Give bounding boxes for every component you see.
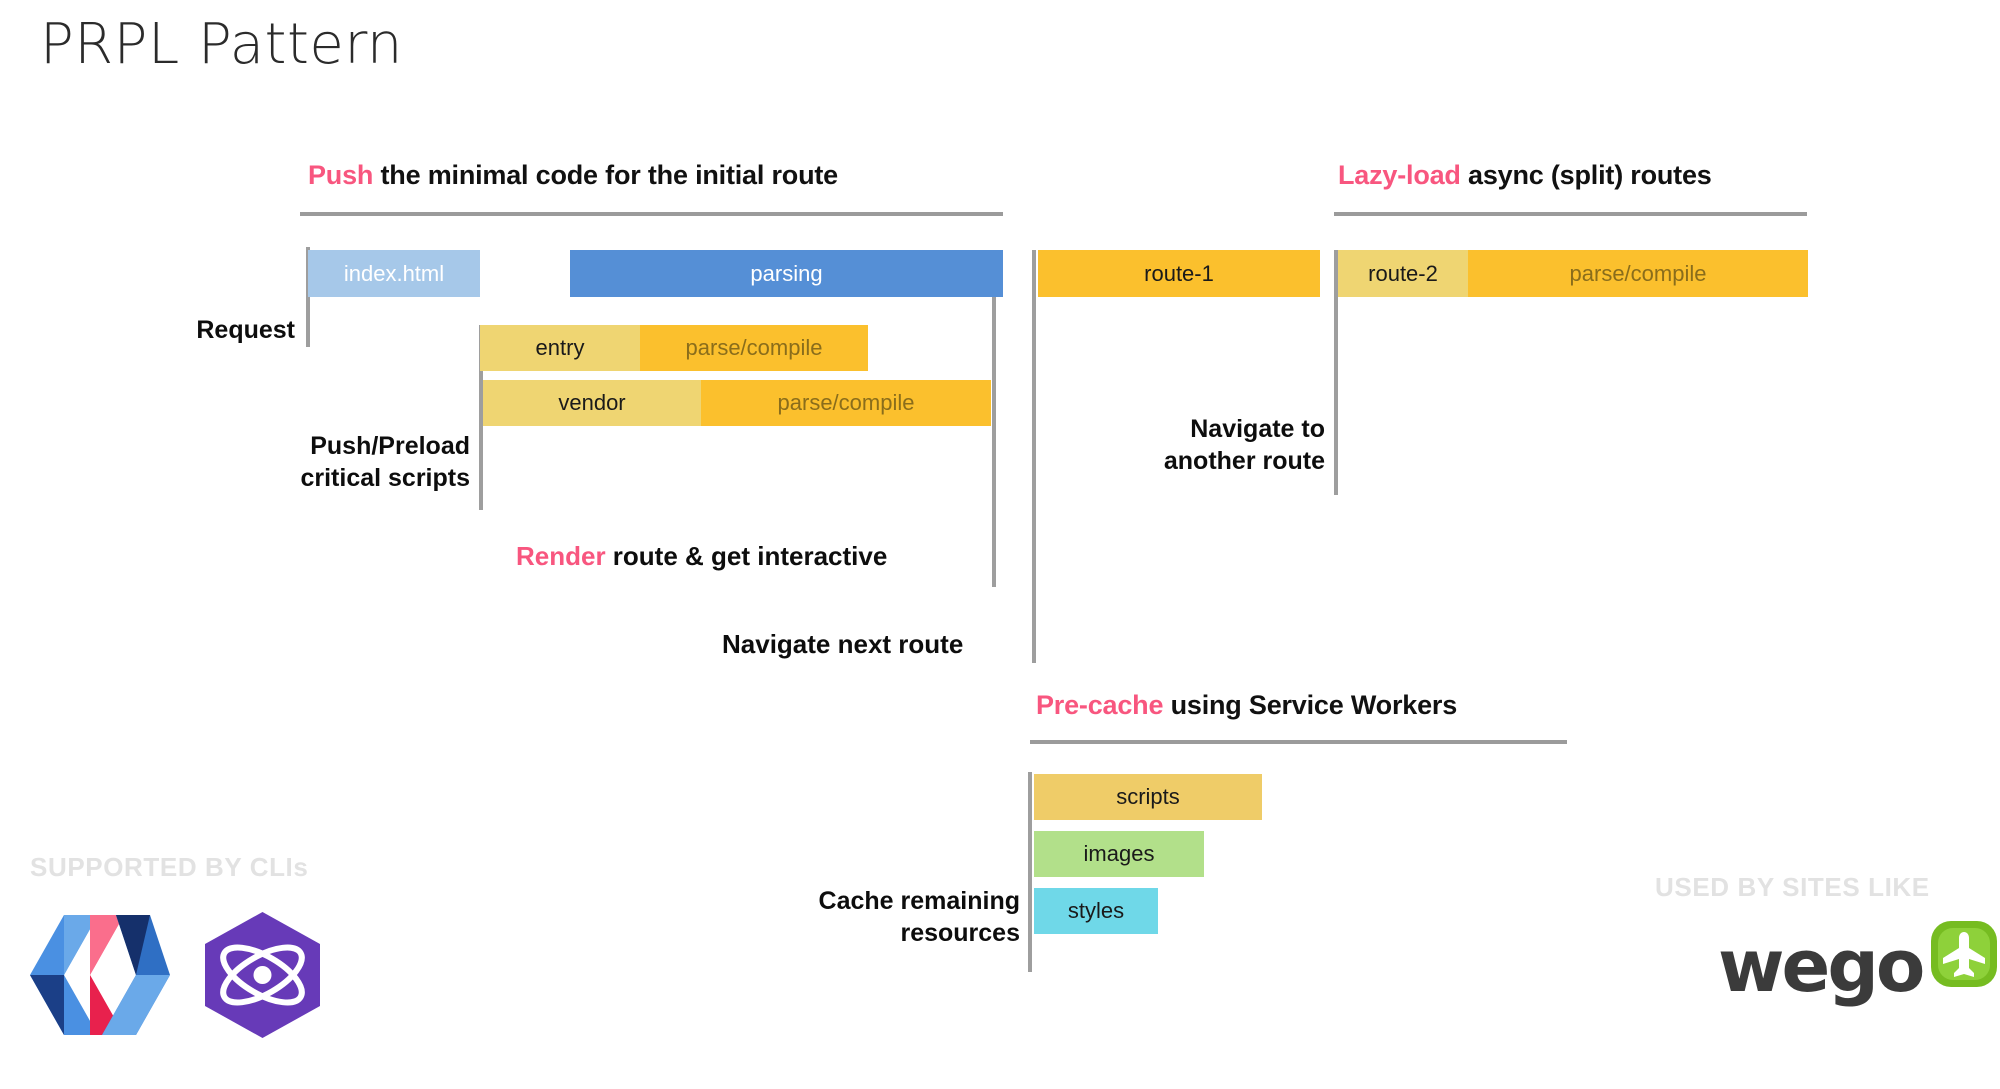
label-cache-remaining: Cache remaining resources	[818, 887, 1020, 947]
bar-route-2[interactable]: route-2 parse/compile	[1338, 250, 1808, 297]
timeline-guide-render	[992, 250, 996, 587]
wego-plane-icon	[1931, 921, 1998, 987]
label-push-preload: Push/Preload critical scripts	[300, 432, 470, 492]
section-rest-lazyload: async (split) routes	[1460, 160, 1712, 190]
timeline-guide-request	[306, 247, 310, 347]
bar-scripts[interactable]: scripts	[1034, 774, 1262, 820]
section-keyword-precache: Pre-cache	[1036, 690, 1164, 720]
bar-index-html[interactable]: index.html	[308, 250, 480, 297]
bar-segment-vendor-parse-compile: parse/compile	[701, 380, 991, 426]
section-rest-push: the minimal code for the initial route	[373, 160, 839, 190]
bar-segment-images: images	[1034, 831, 1204, 877]
bar-segment-route-2-parse-compile: parse/compile	[1468, 250, 1808, 297]
label-navigate-next-route: Navigate next route	[722, 629, 964, 659]
timeline-guide-precache	[1028, 772, 1032, 972]
bar-segment-entry-parse-compile: parse/compile	[640, 325, 868, 371]
bar-vendor[interactable]: vendor parse/compile	[483, 380, 991, 426]
section-rest-precache: using Service Workers	[1163, 690, 1458, 720]
bar-segment-vendor: vendor	[483, 380, 701, 426]
section-heading-push: Push the minimal code for the initial ro…	[308, 160, 838, 191]
bar-route-1[interactable]: route-1	[1038, 250, 1320, 297]
preact-logo-icon	[205, 912, 320, 1038]
label-navigate-another-route: Navigate to another route	[1163, 415, 1325, 475]
timeline-guide-navigate-next	[1032, 250, 1036, 663]
bar-segment-index-html: index.html	[308, 250, 480, 297]
polymer-logo	[30, 915, 170, 1035]
bar-segment-route-1: route-1	[1038, 250, 1320, 297]
section-keyword-push: Push	[308, 160, 374, 190]
section-rule-lazyload	[1334, 212, 1807, 216]
bar-segment-scripts: scripts	[1034, 774, 1262, 820]
timeline-guide-push-preload	[479, 325, 483, 510]
wego-wordmark: wego	[1718, 924, 1925, 1008]
bar-segment-entry: entry	[480, 325, 640, 371]
bar-images[interactable]: images	[1034, 831, 1204, 877]
preact-logo	[200, 910, 325, 1040]
label-request: Request	[196, 316, 295, 344]
bar-entry[interactable]: entry parse/compile	[480, 325, 868, 371]
page-title: PRPL Pattern	[40, 12, 403, 77]
section-heading-lazyload: Lazy-load async (split) routes	[1338, 160, 1712, 191]
bar-segment-parsing: parsing	[570, 250, 1003, 297]
section-rule-push	[300, 212, 1003, 216]
bar-segment-route-2: route-2	[1338, 250, 1468, 297]
render-keyword: Render	[516, 541, 606, 571]
bar-styles[interactable]: styles	[1034, 888, 1158, 934]
render-rest: route & get interactive	[605, 541, 888, 571]
footer-caption-supported-by: SUPPORTED BY CLIs	[30, 852, 309, 882]
section-rule-precache	[1030, 740, 1567, 744]
wego-logo: wego	[1718, 921, 2000, 1008]
section-keyword-lazyload: Lazy-load	[1338, 160, 1461, 190]
bar-parsing[interactable]: parsing	[570, 250, 1003, 297]
polymer-logo-icon	[30, 915, 170, 1035]
section-heading-precache: Pre-cache using Service Workers	[1036, 690, 1457, 721]
bar-segment-styles: styles	[1034, 888, 1158, 934]
label-render-route: Render route & get interactive	[516, 541, 887, 572]
footer-caption-used-by: USED BY SITES LIKE	[1655, 872, 1930, 902]
timeline-guide-route-2	[1334, 250, 1338, 495]
